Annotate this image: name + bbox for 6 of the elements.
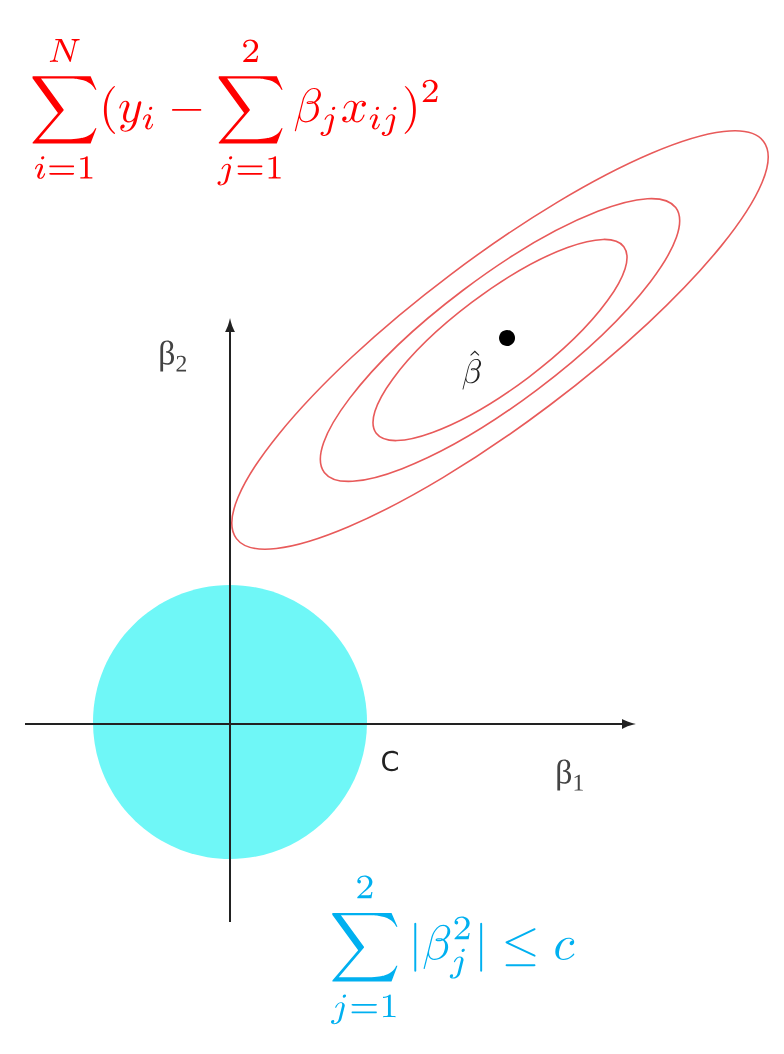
estimate-label: $\hat{\beta}$ [462,350,482,390]
loss-formula: $\sum_{i=1}^{N}(y_i-\sum_{j=1}^{2}\beta_j x_{ij})^2$ [32,38,438,186]
constraint-disk [93,585,367,859]
constraint-formula: $\sum_{j=1}^{2}|\beta_j^2|\le c$ [331,875,575,1025]
axis-label: β$_{2}$ [160,340,187,372]
axis-label: β$_{1}$ [557,759,583,791]
